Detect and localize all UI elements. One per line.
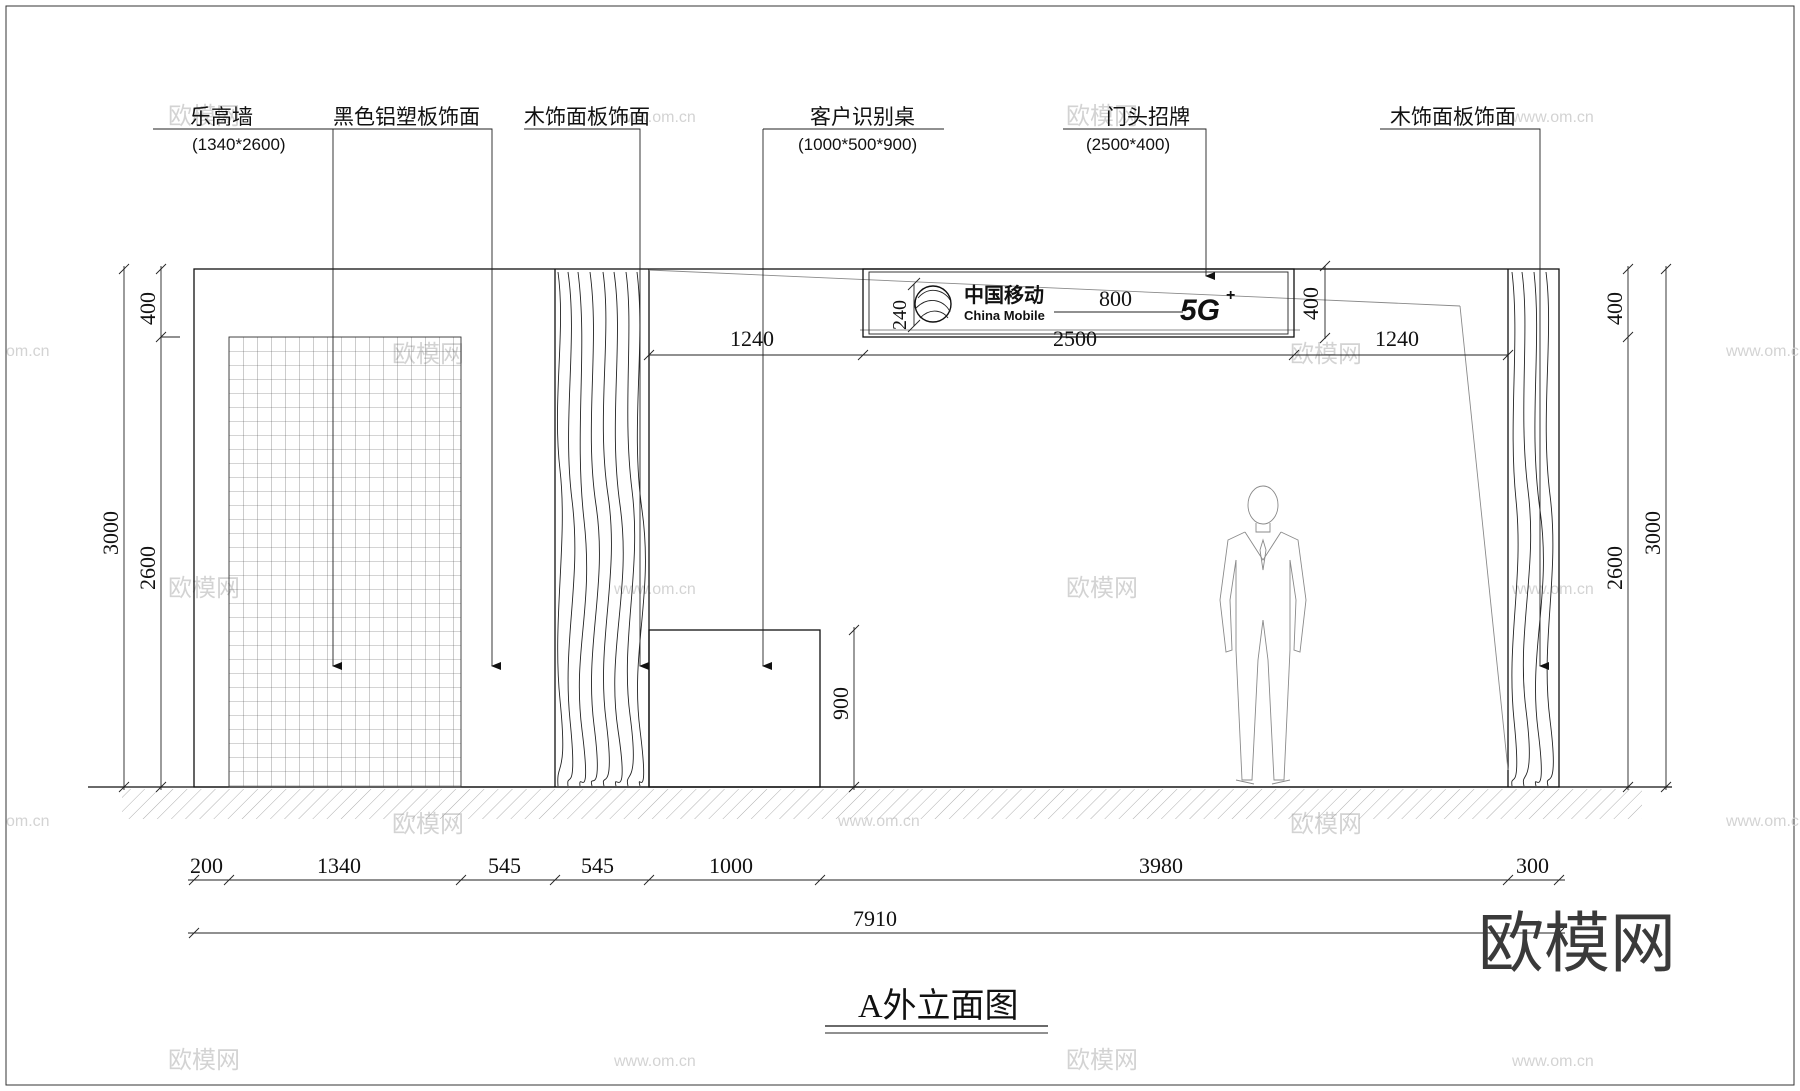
- dim-right-inner: 2600: [1602, 546, 1627, 590]
- sign-dim-gap: 800: [1099, 286, 1132, 311]
- callout-lego-wall: 乐高墙: [190, 106, 253, 129]
- dim-left-inner: 2600: [135, 546, 160, 590]
- watermark-logo: 欧模网: [1478, 906, 1676, 980]
- svg-text:www.om.cn: www.om.cn: [1511, 109, 1594, 126]
- sign-en-text: China Mobile: [964, 308, 1045, 323]
- svg-text:www.om.cn: www.om.cn: [613, 1053, 696, 1070]
- reception-desk: [648, 629, 821, 788]
- sign-5g-badge: 5G: [1180, 294, 1220, 327]
- drawing-title: A外立面图: [858, 987, 1019, 1025]
- sheet-border: [5, 5, 1795, 1086]
- svg-text:www.om.cn: www.om.cn: [613, 581, 696, 598]
- dim-bottom-1340: 1340: [317, 853, 361, 878]
- callout-labels: 乐高墙 (1340*2600) 黑色铝塑板饰面 木饰面板饰面 客户识别桌 (10…: [190, 106, 1516, 154]
- signboard: 中国移动 China Mobile 5G + 240 800: [862, 268, 1295, 338]
- dim-left-top: 400: [135, 292, 160, 325]
- dim-right-top: 400: [1602, 292, 1627, 325]
- china-mobile-logo-icon: [914, 285, 952, 323]
- svg-text:www.om.cn: www.om.cn: [1725, 343, 1800, 360]
- callout-aluminium: 黑色铝塑板饰面: [333, 106, 480, 129]
- svg-text:欧模网: 欧模网: [168, 575, 240, 602]
- dim-bottom-row: 200 1340 545 545 1000 3980 300: [188, 853, 1565, 886]
- svg-text:400: 400: [1298, 287, 1323, 320]
- dim-bottom-200: 200: [190, 853, 223, 878]
- ground-hatch: [122, 789, 1642, 819]
- sign-5g-plus: +: [1226, 287, 1235, 304]
- svg-text:om.cn: om.cn: [6, 343, 50, 360]
- svg-text:欧模网: 欧模网: [1066, 575, 1138, 602]
- svg-text:www.om.cn: www.om.cn: [1725, 813, 1800, 830]
- svg-text:欧模网: 欧模网: [1066, 103, 1138, 130]
- callout-wood-left: 木饰面板饰面: [524, 106, 650, 129]
- svg-text:欧模网: 欧模网: [1066, 1047, 1138, 1074]
- dim-left: 3000 400 2600: [98, 263, 180, 793]
- svg-text:7910: 7910: [853, 906, 897, 931]
- callout-lego-wall-size: (1340*2600): [192, 135, 286, 154]
- dim-top-right: 1240: [1375, 326, 1419, 351]
- svg-text:900: 900: [828, 687, 853, 720]
- svg-text:欧模网: 欧模网: [168, 103, 240, 130]
- callout-desk-size: (1000*500*900): [798, 135, 917, 154]
- callout-leaders: [153, 128, 1549, 670]
- svg-text:www.om.cn: www.om.cn: [1511, 581, 1594, 598]
- sign-dim-height: 240: [889, 300, 911, 330]
- dim-top-left: 1240: [730, 326, 774, 351]
- svg-text:om.cn: om.cn: [6, 813, 50, 830]
- svg-text:欧模网: 欧模网: [1290, 341, 1362, 368]
- guide-line: [1459, 305, 1509, 771]
- dim-right-outer: 3000: [1640, 511, 1665, 555]
- dim-right: 400 2600 3000: [1602, 263, 1672, 793]
- dim-top-center: 2500: [1053, 326, 1097, 351]
- dim-sign-right: 400: [1298, 260, 1331, 344]
- dim-top-row: 1240 2500 1240: [643, 326, 1514, 361]
- wood-panel-left: [557, 269, 650, 787]
- svg-text:www.om.cn: www.om.cn: [613, 109, 696, 126]
- dim-total: 7910: [188, 906, 1565, 939]
- sign-cn-text: 中国移动: [964, 283, 1044, 307]
- svg-text:欧模网: 欧模网: [168, 1047, 240, 1074]
- dim-bottom-3980: 3980: [1139, 853, 1183, 878]
- dim-bottom-545a: 545: [488, 853, 521, 878]
- lego-wall: [228, 336, 462, 788]
- human-figure: [1219, 485, 1307, 785]
- guide-line: [648, 269, 1461, 307]
- drawing-title-block: A外立面图: [825, 987, 1048, 1034]
- dim-desk-height: 900: [828, 624, 860, 793]
- callout-signboard: 门头招牌: [1106, 106, 1190, 129]
- callout-signboard-size: (2500*400): [1086, 135, 1170, 154]
- dim-bottom-545b: 545: [581, 853, 614, 878]
- callout-wood-right: 木饰面板饰面: [1390, 106, 1516, 129]
- dim-bottom-1000: 1000: [709, 853, 753, 878]
- dim-left-outer: 3000: [98, 511, 123, 555]
- wood-panel-right: [1507, 269, 1554, 787]
- dim-bottom-300: 300: [1516, 853, 1549, 878]
- callout-desk: 客户识别桌: [810, 106, 915, 129]
- svg-text:www.om.cn: www.om.cn: [1511, 1053, 1594, 1070]
